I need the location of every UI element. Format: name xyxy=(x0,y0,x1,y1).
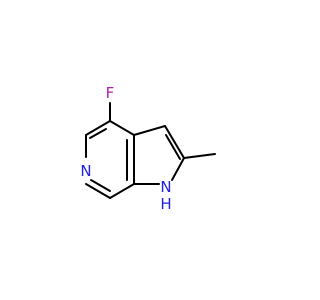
bond-c2-methyl xyxy=(183,153,216,159)
molecule-canvas: F N N H xyxy=(80,84,216,213)
bond-c3-c2-inner xyxy=(165,134,181,160)
fluorine-atom-label: F xyxy=(106,84,115,102)
pyrrole-hydrogen-label: H xyxy=(160,195,171,213)
bond-c3a-c3 xyxy=(133,125,166,136)
bond-c2-n1 xyxy=(171,157,185,181)
structure-drawing: F N N H xyxy=(80,84,216,213)
bond-group xyxy=(85,102,216,199)
bond-n6-c7-inner xyxy=(90,179,111,192)
pyrrole-nitrogen-label: N xyxy=(160,178,171,196)
bond-c4-c5 xyxy=(85,120,111,136)
bond-n6-c7 xyxy=(85,183,111,199)
bond-c3-c2 xyxy=(164,125,185,159)
bond-c7-c7a xyxy=(109,183,135,199)
bond-c4-c3a xyxy=(109,120,135,136)
bond-c4-c5-inner xyxy=(89,128,107,139)
pyridine-nitrogen-label: N xyxy=(80,162,91,180)
